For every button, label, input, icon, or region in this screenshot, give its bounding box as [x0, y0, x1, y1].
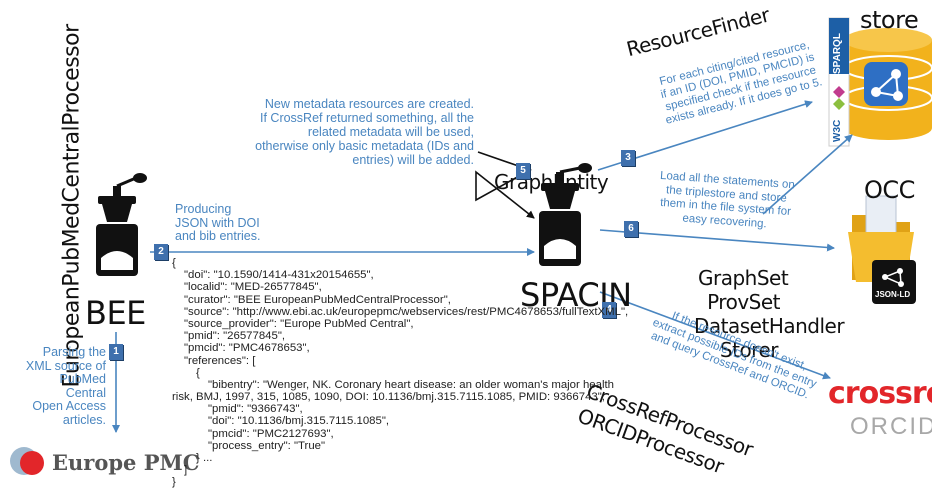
json-line: "source_provider": "Europe PubMed Centra…	[184, 317, 414, 330]
arrow-step-4	[599, 291, 831, 380]
graph-entity-label: GraphEntity	[494, 170, 609, 194]
json-output-block: { "doi": "10.1590/1414-431x20154655", "l…	[172, 257, 628, 489]
epmc-processor-label: EuropeanPubMedCentralProcessor	[59, 24, 85, 388]
json-line: "curator": "BEE EuropeanPubMedCentralPro…	[184, 293, 451, 306]
json-line: "pmid": "26577845",	[184, 330, 286, 343]
step-5-text: New metadata resources are created.If Cr…	[255, 97, 474, 167]
json-line: "pmid": "9366743",	[208, 403, 303, 416]
jsonld-label: JSON-LD	[875, 290, 911, 299]
bee-grinder-icon	[96, 173, 147, 276]
storer-label: Storer	[719, 338, 779, 362]
w3c-sparql-logo	[828, 17, 850, 147]
europe-pmc-label: Europe PMC	[52, 450, 200, 475]
occ-folder-icon	[848, 195, 916, 304]
store-database-icon	[843, 28, 932, 140]
europe-pmc-logo-mark	[10, 447, 44, 475]
w3c-label: W3C	[832, 119, 843, 142]
json-line: "localid": "MED-26577845",	[184, 281, 322, 294]
step-1-badge: 1	[109, 344, 123, 360]
json-line: "pmcid": "PMC2127693",	[208, 427, 334, 440]
arrow-step-5	[475, 151, 535, 219]
graph-set-stack: GraphSet ProvSet DatasetHandler Storer	[694, 266, 845, 362]
step-4-badge: 4	[602, 302, 616, 318]
bee-label: BEE	[85, 294, 146, 332]
json-line: "pmcid": "PMC4678653",	[184, 342, 310, 355]
orcid-logo: ORCID	[850, 413, 932, 440]
spacin-grinder-icon	[539, 163, 592, 266]
crossref-logo: crossref	[828, 376, 932, 411]
graph-set-label: GraphSet	[698, 266, 789, 290]
json-line: {	[196, 366, 200, 379]
json-line: "source": "http://www.ebi.ac.uk/europepm…	[184, 305, 629, 318]
occ-label: OCC	[864, 176, 915, 204]
json-line: ]	[184, 464, 188, 477]
json-line: "references": [	[184, 354, 256, 367]
json-line: "process_entry": "True"	[208, 439, 326, 452]
step-6-badge: 6	[624, 221, 638, 237]
step-3-badge: 3	[621, 150, 635, 166]
step-5-badge: 5	[516, 163, 530, 179]
arrow-step-6-store	[762, 134, 853, 215]
arrow-step-6	[599, 229, 835, 252]
json-line: "bibentry": "Wenger, NK. Coronary heart …	[208, 378, 615, 391]
prov-set-label: ProvSet	[707, 290, 780, 314]
json-line: } ...	[196, 452, 213, 464]
store-label: store	[860, 6, 919, 34]
json-line: "doi": "10.1136/bmj.315.7115.1085",	[208, 415, 390, 428]
json-line: {	[172, 257, 176, 269]
step-2-badge: 2	[154, 244, 168, 260]
dataset-handler-label: DatasetHandler	[694, 314, 845, 338]
json-line: }	[172, 476, 176, 489]
json-line: risk, BMJ, 1997, 315, 1085, 1090, DOI: 1…	[172, 391, 605, 404]
json-line: "doi": "10.1590/1414-431x20154655",	[184, 269, 374, 282]
